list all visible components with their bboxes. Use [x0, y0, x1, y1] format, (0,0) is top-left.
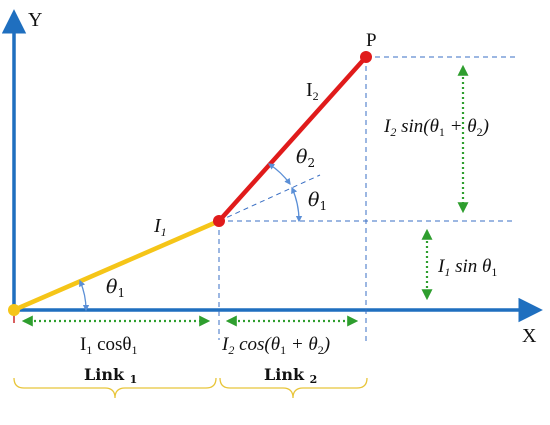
dim-label-x2: I2 cos(θ1 + θ2)	[221, 334, 330, 357]
angle-arc-theta1-base	[79, 279, 90, 312]
bracket-label-link1: Link 1	[84, 365, 137, 386]
link2-length-label: I2	[306, 79, 319, 103]
angle-label-theta1-base: θ1	[106, 276, 125, 300]
end-effector-point	[360, 51, 372, 63]
dim-label-y1: I1 sin θ1	[437, 256, 497, 279]
dim-label-x1: I1 cosθ1	[80, 334, 138, 357]
angle-label-theta2: θ2	[296, 146, 315, 170]
link2-segment	[217, 55, 368, 223]
angle-arc-theta2	[267, 163, 291, 186]
link1-length-label: I1	[153, 215, 167, 239]
angle-label-theta1-elbow: θ1	[308, 189, 327, 213]
guide-link1-extension	[218, 174, 321, 222]
base-joint	[8, 304, 20, 316]
bracket-link1	[13, 377, 217, 399]
dim-label-y2: I2 sin(θ1 + θ2)	[383, 116, 489, 139]
bracket-label-link2: Link 2	[264, 365, 317, 386]
y-axis-label: Y	[28, 9, 42, 31]
end-effector-label: P	[366, 30, 377, 51]
angle-arc-theta1-elbow	[291, 186, 303, 223]
link1-segment	[13, 218, 220, 313]
elbow-joint	[213, 215, 225, 227]
bracket-link2	[219, 377, 368, 399]
x-axis-label: X	[522, 325, 537, 347]
